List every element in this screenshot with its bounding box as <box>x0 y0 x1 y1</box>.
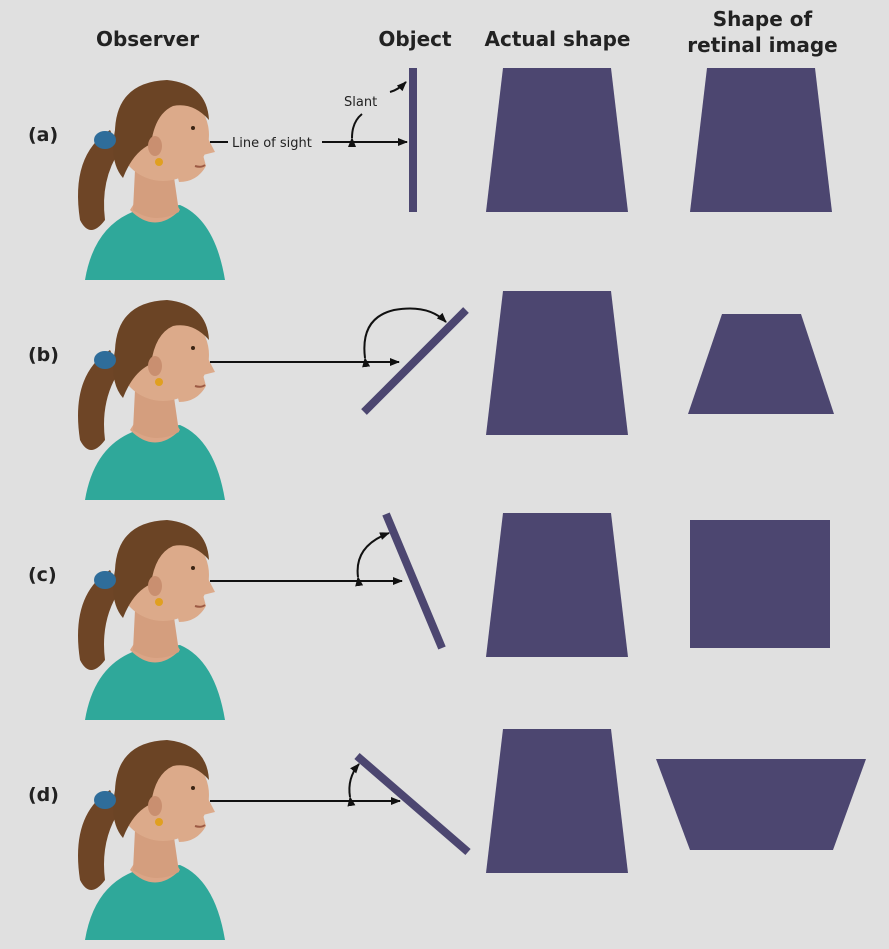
observer-d <box>77 739 226 941</box>
actual-shape-b <box>486 291 628 435</box>
slant-arrow-d <box>347 763 360 807</box>
retinal-shape-b <box>688 314 834 414</box>
actual-shape-c <box>486 513 628 657</box>
object-d <box>354 752 471 856</box>
retinal-shape-a <box>690 68 832 212</box>
actual-shape-d <box>486 729 628 873</box>
line-of-sight-label: Line of sight <box>232 136 312 151</box>
header-retinal-line1: Shape of <box>712 7 813 31</box>
row-label-b: (b) <box>28 344 59 366</box>
retinal-shape-d <box>656 759 866 850</box>
row-label-c: (c) <box>28 564 57 586</box>
header-retinal-line2: retinal image <box>687 33 838 57</box>
header-observer: Observer <box>95 27 200 51</box>
observer-a <box>77 79 226 281</box>
header-actual-shape: Actual shape <box>484 27 631 51</box>
header-retinal-image: Shape of retinal image <box>680 6 845 58</box>
header-object: Object <box>378 27 452 51</box>
slant-arrow-b <box>362 307 447 368</box>
observer-b <box>77 299 226 501</box>
slant-arrow-a-upper <box>389 81 407 93</box>
slant-arrow-c <box>355 532 390 587</box>
slant-label: Slant <box>344 95 377 110</box>
observer-c <box>77 519 226 721</box>
slant-arrow-a-lower <box>347 113 363 148</box>
object-c <box>382 512 446 650</box>
row-label-d: (d) <box>28 784 59 806</box>
row-label-a: (a) <box>28 124 59 146</box>
retinal-shape-c <box>690 520 830 648</box>
actual-shape-a <box>486 68 628 212</box>
